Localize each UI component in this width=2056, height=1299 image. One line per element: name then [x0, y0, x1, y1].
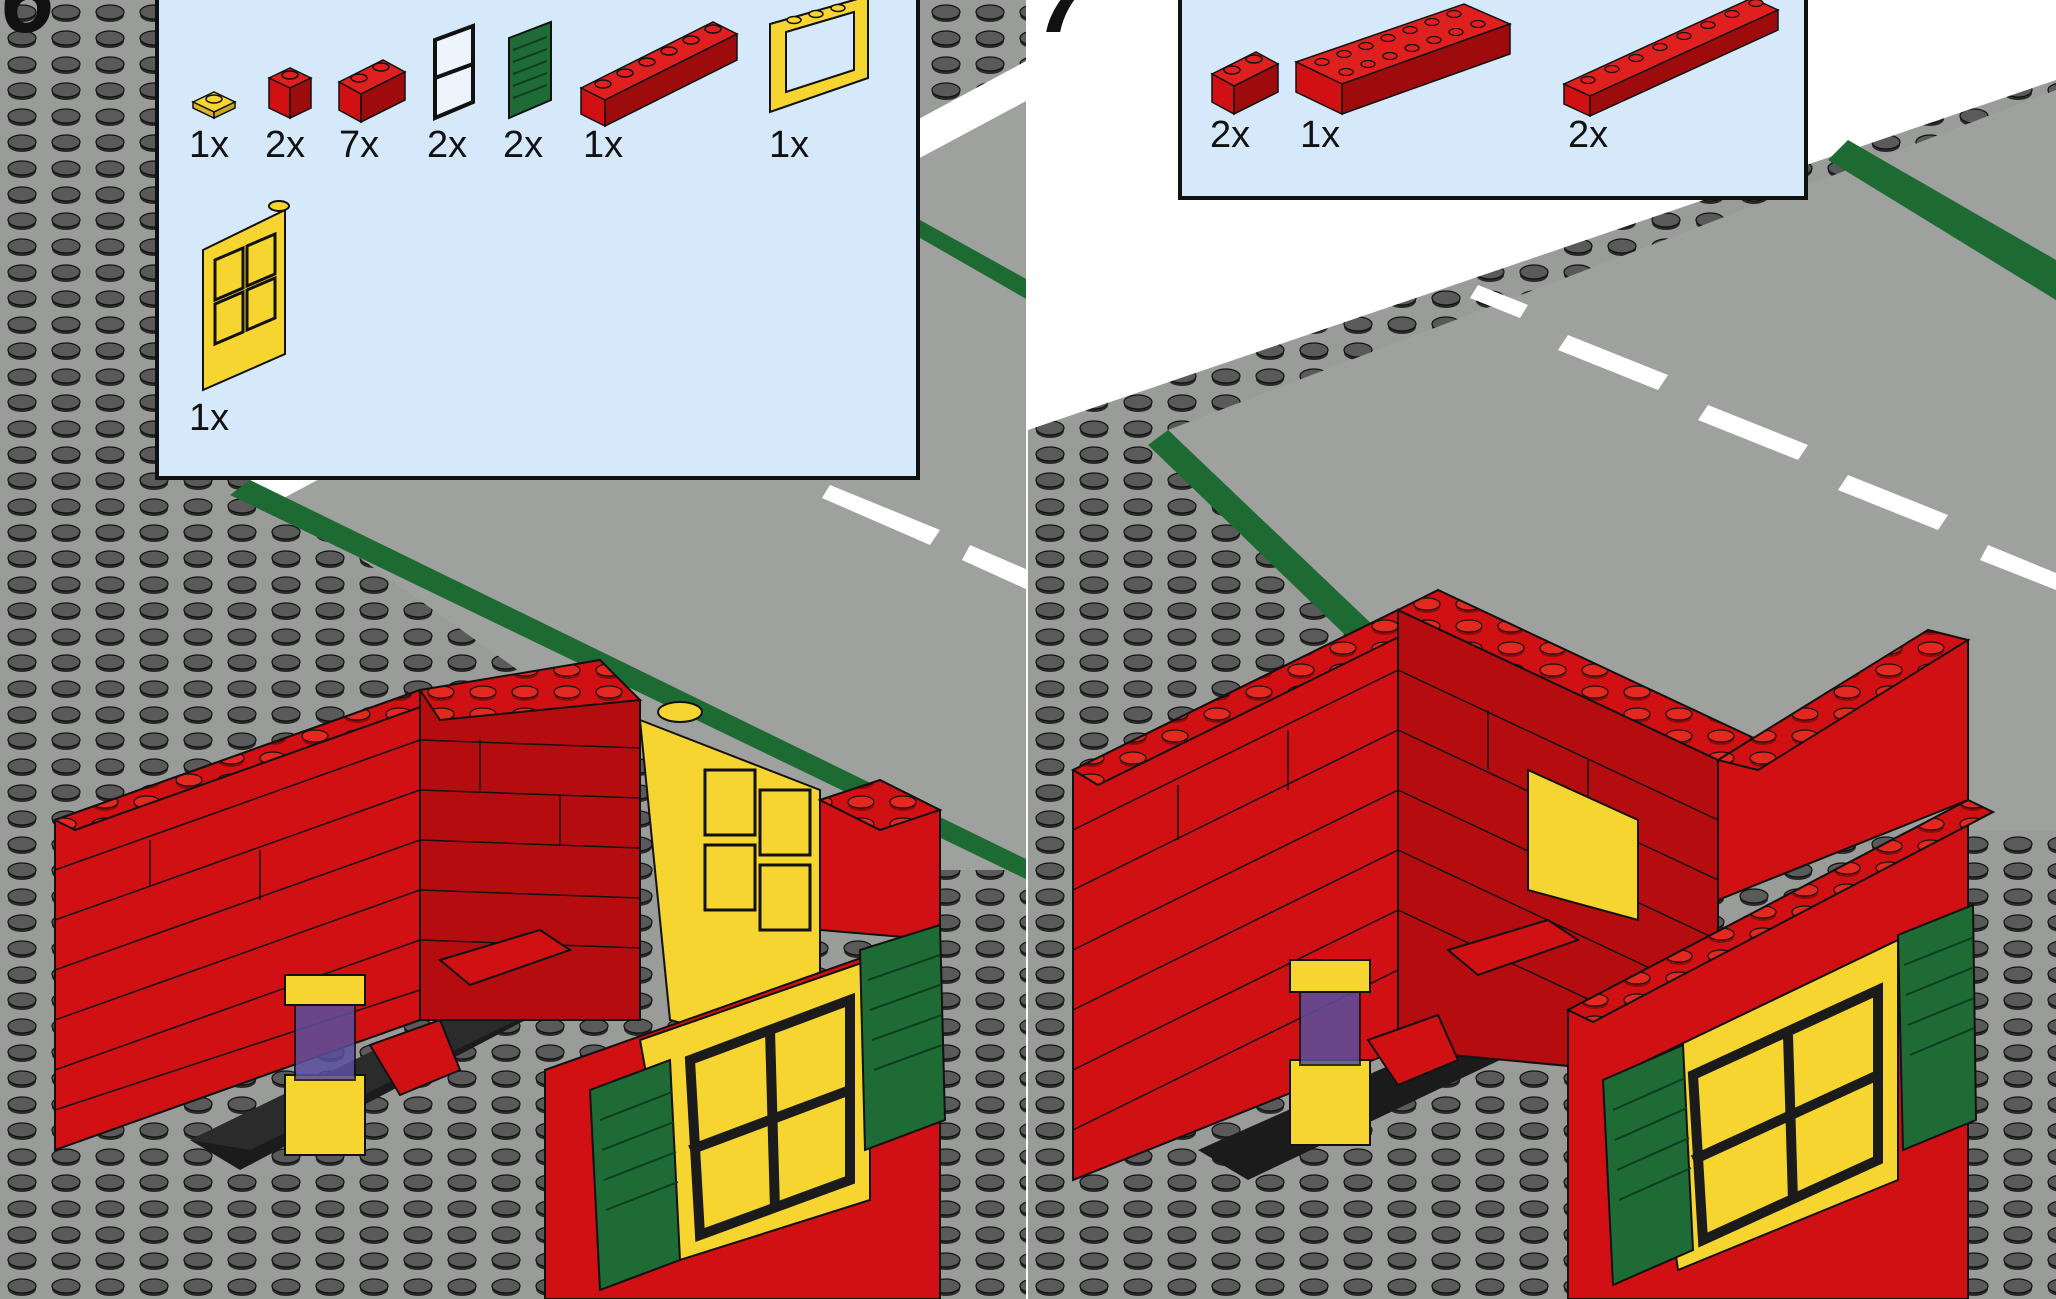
- green-shutter-icon: [505, 20, 555, 120]
- step-number: 7: [1038, 0, 1091, 48]
- part-qty: 1x: [189, 399, 229, 437]
- red-brick-1x6-icon: [579, 18, 739, 128]
- black-window-glass-icon: [429, 22, 479, 122]
- red-brick-1x2-icon: [337, 52, 407, 124]
- yellow-door-icon: [199, 194, 299, 394]
- lamp-top: [285, 975, 365, 1005]
- step-panel-7: 7 2x 1x: [1028, 0, 2056, 1299]
- red-brick-2x8-icon: [1294, 0, 1514, 118]
- lamp-top: [1290, 960, 1370, 992]
- yellow-window-frame-icon: [764, 0, 884, 124]
- lamp-glass: [295, 1000, 355, 1080]
- lamp-glass: [1300, 990, 1360, 1065]
- part-qty: 2x: [1210, 116, 1250, 154]
- step-number: 6: [0, 0, 53, 48]
- lamp-base: [1290, 1060, 1370, 1145]
- door-hinge-stud: [658, 702, 702, 722]
- green-shutter-right: [860, 925, 945, 1150]
- part-qty: 1x: [583, 126, 623, 164]
- yellow-plate-1x1-icon: [191, 86, 237, 120]
- lamp-base: [285, 1075, 365, 1155]
- part-qty: 1x: [769, 126, 809, 164]
- part-qty: 2x: [427, 126, 467, 164]
- part-qty: 2x: [1568, 116, 1608, 154]
- red-brick-1x8-icon: [1562, 0, 1782, 118]
- part-qty: 1x: [189, 126, 229, 164]
- parts-list-box: 1x 2x 7x 2x: [155, 0, 920, 480]
- part-qty: 2x: [503, 126, 543, 164]
- red-brick-1x1-icon: [267, 62, 313, 122]
- part-qty: 1x: [1300, 116, 1340, 154]
- parts-list-box: 2x 1x: [1178, 0, 1808, 200]
- red-brick-1x2-icon: [1210, 44, 1280, 116]
- step-panel-6: 6 1x 2x 7x: [0, 0, 1028, 1299]
- part-qty: 7x: [339, 126, 379, 164]
- part-qty: 2x: [265, 126, 305, 164]
